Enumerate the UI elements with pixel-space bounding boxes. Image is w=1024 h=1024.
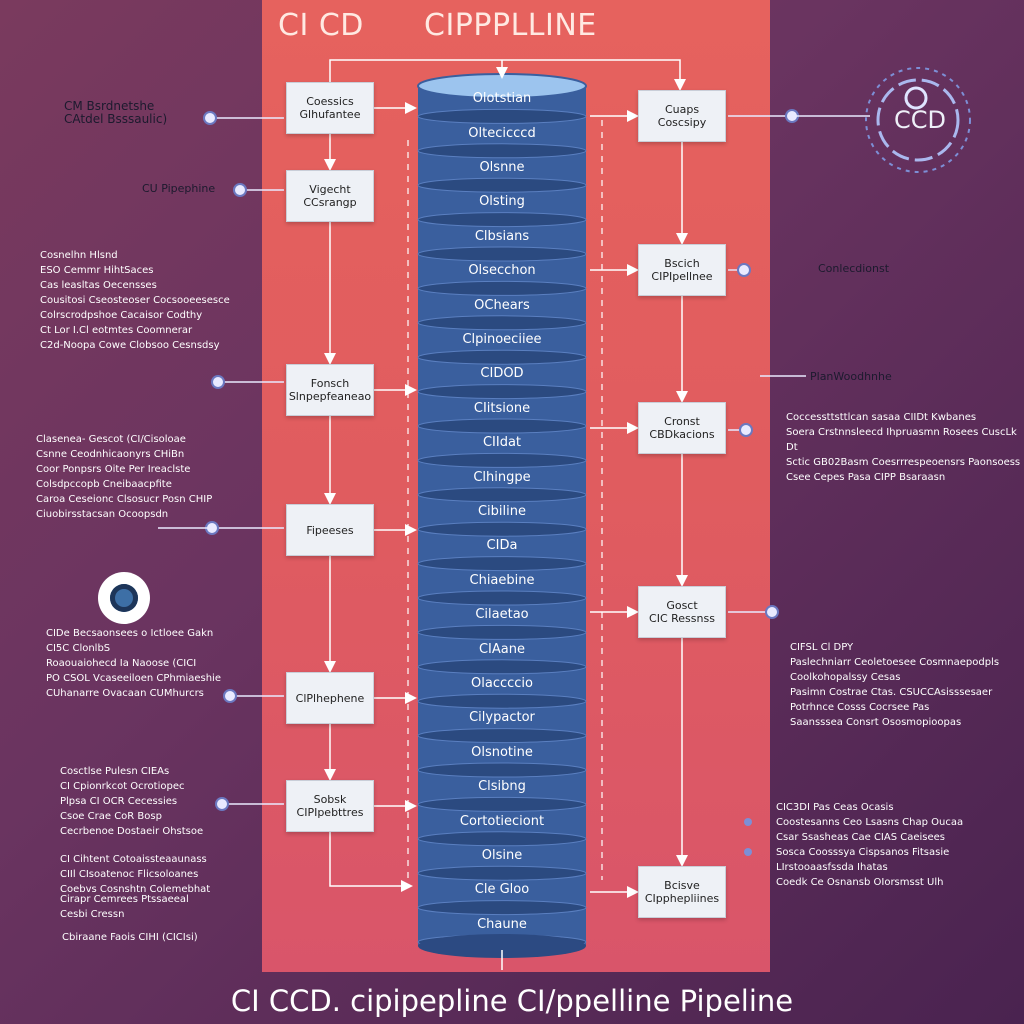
column-segment-label: Clsibng — [478, 779, 526, 795]
column-segment-label: Cilypactor — [469, 710, 535, 726]
column-segment-label: OChears — [474, 297, 530, 313]
right-connector-dot — [737, 263, 751, 277]
left-stage-box[interactable]: Coessics Glhufantee — [286, 82, 374, 134]
cylinder-segment-divider — [417, 762, 587, 778]
bottom-left-arrow — [329, 832, 413, 892]
column-segment-label: Olsting — [479, 194, 525, 210]
cylinder-segment-divider — [417, 796, 587, 812]
right-stage-box[interactable]: Cuaps Coscsipy — [638, 90, 726, 142]
column-segment-label: Clhingpe — [473, 469, 531, 485]
cylinder-segment-divider — [417, 659, 587, 675]
side-label-conditional: Conlecdionst — [818, 262, 890, 275]
column-segment-label: Chiaebine — [469, 572, 535, 588]
note-left-2: Clasenea- Gescot (CI/Cisoloae Csnne Ceod… — [36, 434, 213, 520]
right-stage-box[interactable]: Bcisve CIpphepliines — [638, 866, 726, 918]
left-stage-box[interactable]: Vigecht CCsrangp — [286, 170, 374, 222]
cylinder-segment-divider — [417, 108, 587, 124]
left-connector-dot — [203, 111, 217, 125]
left-connector-dot — [211, 375, 225, 389]
column-segment-label: Olaccccio — [471, 676, 533, 691]
note-left-5: CI Cihtent Cotoaissteaaunass CIIl CIsoat… — [60, 854, 211, 895]
side-label-plan: PlanWoodhnhe — [810, 370, 892, 383]
column-segment-label: Cle Gloo — [474, 882, 530, 898]
column-segment-label: CIDOD — [480, 366, 524, 382]
note-left-4: Cosctlse Pulesn CIEAs CI Cpionrkcot Ocro… — [60, 766, 204, 837]
column-segment-label: Olsnotine — [471, 744, 533, 760]
left-stage-box[interactable]: Sobsk CIPIpebttres — [286, 780, 374, 832]
column-segment-label: Olsnne — [479, 160, 525, 175]
cylinder-segment-divider — [417, 349, 587, 365]
left-stage-box[interactable]: Fipeeses — [286, 504, 374, 556]
column-segment-label: Clpinoeciiee — [462, 332, 542, 347]
title-left: CI CD — [278, 8, 364, 43]
note-right-2: CIFSL Cl DPY Paslechniarr Ceoletoesee Co… — [790, 642, 1000, 728]
note-left-3: CIDe Becsaonsees o Ictloee Gakn CI5C Clo… — [46, 628, 221, 699]
cylinder-segment-divider — [417, 521, 587, 537]
cylinder-segment-divider — [417, 452, 587, 468]
column-segment-label: CIIdat — [482, 435, 522, 451]
right-stage-box[interactable]: Cronst CBDkacions — [638, 402, 726, 454]
cylinder-segment-divider — [417, 246, 587, 262]
left-stage-box[interactable]: Fonsch Slnpepfeaneao — [286, 364, 374, 416]
cylinder-segment-divider — [417, 315, 587, 331]
left-connector-dot — [233, 183, 247, 197]
cylinder-segment-divider — [417, 143, 587, 159]
column-segment-label: CIitsione — [473, 400, 531, 416]
note-right-3: CIC3DI Pas Ceas Ocasis Coostesanns Ceo L… — [776, 802, 964, 888]
column-segment-label: Clbsians — [474, 228, 530, 244]
column-segment-label: CIDa — [486, 538, 518, 554]
column-segment-label: CIAane — [478, 641, 525, 657]
cylinder-segment-divider — [417, 590, 587, 606]
top-loop-arrow — [329, 59, 686, 91]
column-segment-label: Cibiline — [477, 504, 526, 519]
cylinder-segment-divider — [417, 487, 587, 503]
column-segment-label: Cortotieciont — [459, 813, 545, 829]
cylinder-segment-divider — [417, 728, 587, 744]
cylinder-segment-divider — [417, 900, 587, 916]
cylinder-segment-divider — [417, 624, 587, 640]
cicd-ring-icon — [865, 67, 971, 173]
note-left-7: Cbiraane Faois CIHI (CICIsi) — [62, 932, 198, 943]
column-segment-label: Olsine — [481, 848, 523, 863]
right-bullet-dot — [744, 848, 752, 856]
cylinder-segment-divider — [417, 831, 587, 847]
footer-title: CI CCD. cipipepline CI/ppelline Pipeline — [230, 984, 794, 1018]
cylinder-segment-divider — [417, 556, 587, 572]
right-bullet-dot — [744, 818, 752, 826]
cylinder-segment-divider — [417, 384, 587, 400]
column-segment-label: Olotstian — [472, 91, 532, 107]
cylinder-segment-divider — [417, 177, 587, 193]
cylinder-segment-divider — [417, 280, 587, 296]
target-icon — [98, 572, 150, 624]
right-connector-dot — [739, 423, 753, 437]
right-connector-dot — [765, 605, 779, 619]
column-segment-label: Chaune — [477, 916, 527, 932]
side-label-pipeline: CU Pipephine — [142, 182, 216, 195]
right-stage-box[interactable]: Gosct CIC Ressnss — [638, 586, 726, 638]
cylinder-segment-divider — [417, 418, 587, 434]
left-stage-box[interactable]: ClPlhephene — [286, 672, 374, 724]
column-segment-label: Olsecchon — [468, 263, 536, 279]
title-right: CIPPPLLINE — [424, 8, 597, 43]
column-segment-label: Oltecicccd — [468, 125, 536, 141]
cylinder-segment-divider — [417, 865, 587, 881]
cylinder-base — [418, 934, 586, 958]
ring-label: CCD — [894, 106, 946, 134]
right-stage-box[interactable]: Bscich CIPIpellnee — [638, 244, 726, 296]
note-right-1: Coccessttsttlcan sasaa CIIDt Kwbanes Soe… — [786, 412, 1021, 483]
left-connector-dot — [223, 689, 237, 703]
note-left-1: Cosnelhn Hlsnd ESO Cemmr HihtSaces Cas l… — [40, 250, 230, 351]
column-segment-label: Cilaetao — [475, 607, 529, 623]
cylinder-segment-divider — [417, 693, 587, 709]
note-left-6: Cirapr Cemrees Ptssaeeal Cesbi Cressn — [60, 894, 189, 920]
left-connector-dot — [215, 797, 229, 811]
side-label-top-left: CM Bsrdnetshe CAtdel Bsssaulic) — [64, 99, 168, 126]
cylinder-segment-divider — [417, 212, 587, 228]
